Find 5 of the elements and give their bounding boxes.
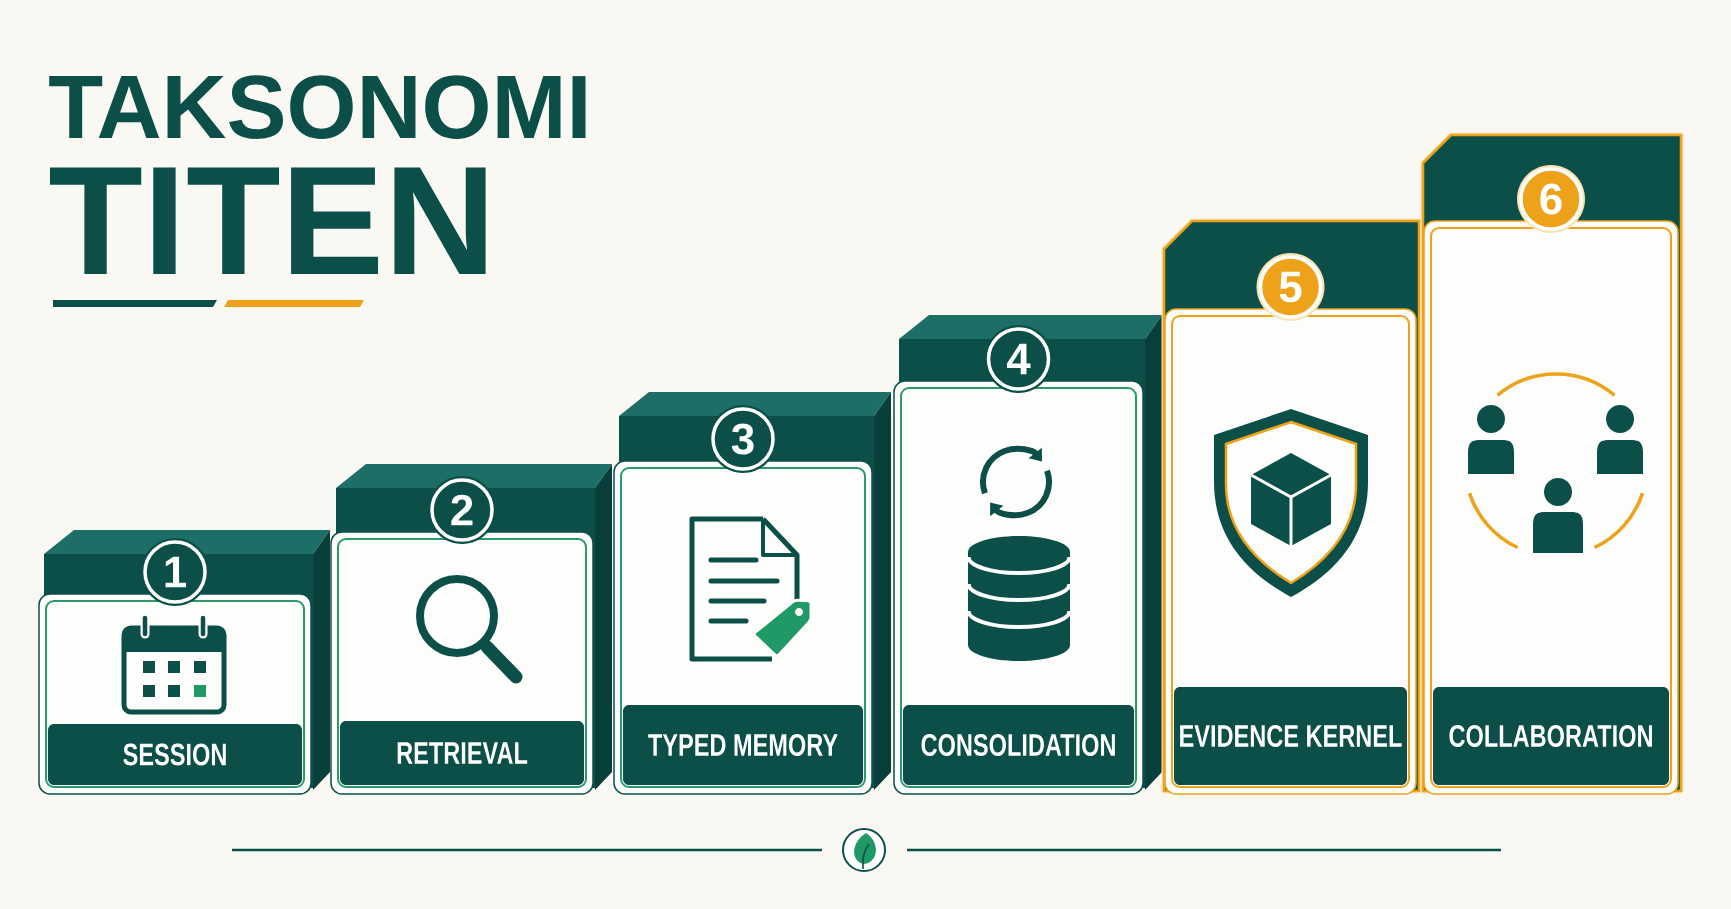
- title: TAKSONOMI TITEN: [49, 75, 586, 275]
- label-band: EVIDENCE KERNEL: [1174, 687, 1407, 785]
- label-band: COLLABORATION: [1433, 687, 1669, 785]
- number-badge: 5: [1256, 253, 1325, 321]
- number-badge: 6: [1517, 165, 1585, 233]
